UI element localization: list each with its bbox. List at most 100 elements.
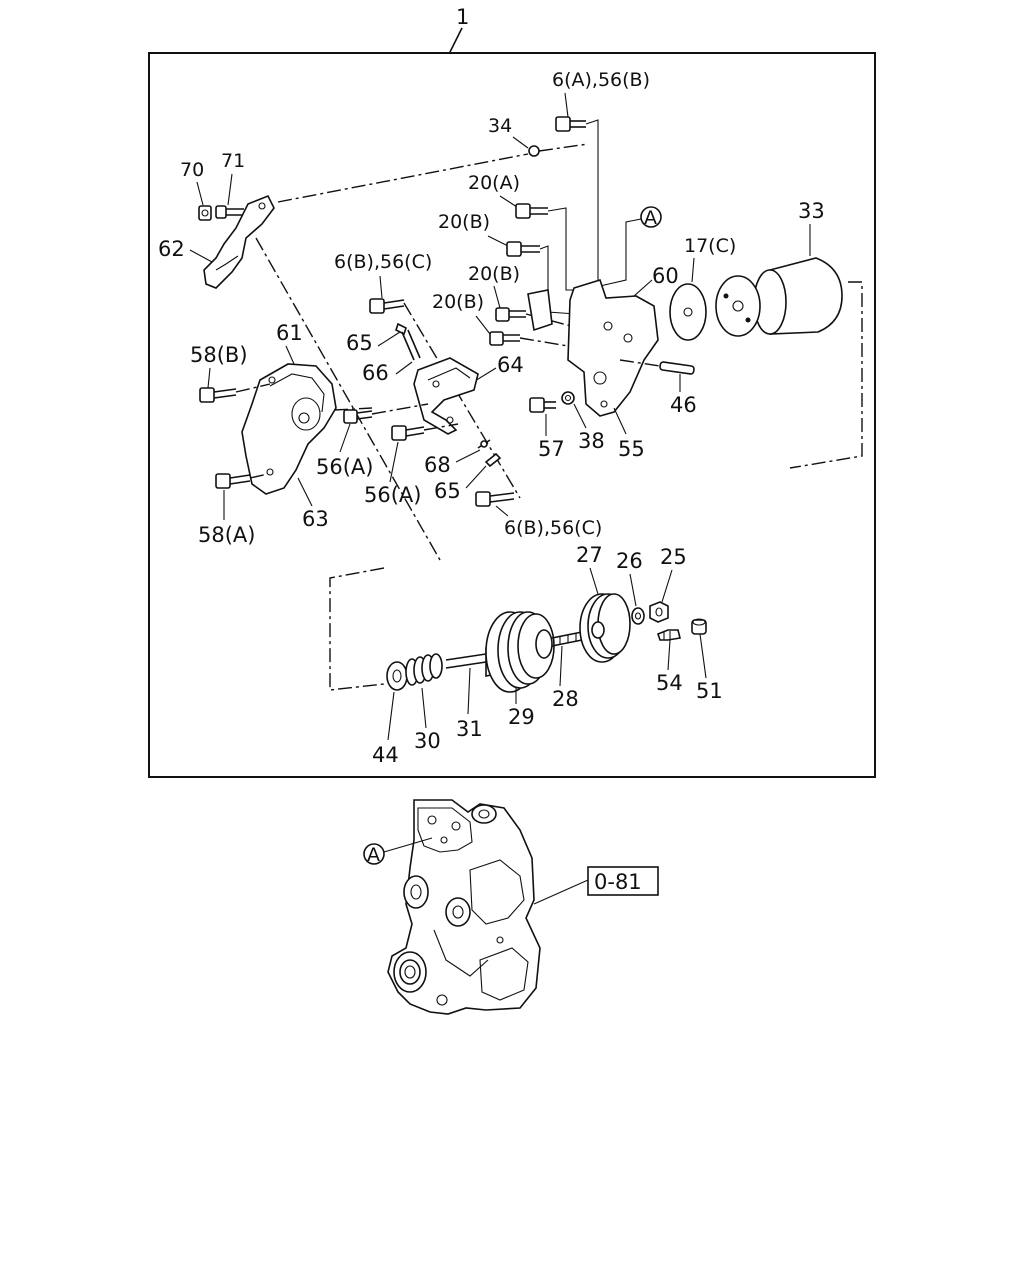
bracket-64-hole-2	[446, 416, 454, 424]
reference-code-box[interactable]	[587, 866, 659, 896]
label-65-top[interactable]: 65	[346, 331, 373, 355]
label-34[interactable]: 34	[488, 115, 512, 137]
bracket-64-edge	[427, 367, 471, 381]
housing-plate-60	[567, 279, 659, 417]
label-17c[interactable]: 17(C)	[684, 235, 736, 257]
label-51[interactable]: 51	[696, 679, 723, 703]
leader-55	[613, 407, 627, 435]
plate-20	[527, 289, 553, 332]
label-38[interactable]: 38	[578, 429, 605, 453]
washer-38	[561, 391, 575, 405]
label-20b-1[interactable]: 20(B)	[438, 211, 490, 233]
assembly-number: 1	[456, 5, 469, 29]
label-6b-56c-top[interactable]: 6(B),56(C)	[334, 251, 432, 273]
bolt-6b-top	[369, 298, 405, 314]
label-46[interactable]: 46	[670, 393, 697, 417]
leader-26	[629, 573, 637, 607]
label-65-bottom[interactable]: 65	[434, 479, 461, 503]
label-56a-1[interactable]: 56(A)	[316, 455, 373, 479]
leader-20b-2	[493, 285, 501, 309]
label-33[interactable]: 33	[798, 199, 825, 223]
housing-60-hole-1	[603, 321, 613, 331]
pin-46	[659, 361, 695, 375]
bolt-6a	[555, 116, 586, 132]
leader-38	[573, 403, 587, 429]
label-26[interactable]: 26	[616, 549, 643, 573]
washer-26	[631, 607, 645, 625]
label-28[interactable]: 28	[552, 687, 579, 711]
label-6a-56b[interactable]: 6(A),56(B)	[552, 69, 650, 91]
cover-61-hole-2	[266, 468, 274, 476]
label-58a[interactable]: 58(A)	[198, 523, 255, 547]
callout-a-top-leader	[599, 218, 642, 287]
bracket-62	[203, 194, 275, 289]
bolt-58b	[199, 387, 237, 403]
label-55[interactable]: 55	[618, 437, 645, 461]
dash-6b-56c	[403, 302, 521, 499]
label-27[interactable]: 27	[576, 543, 603, 567]
label-58b[interactable]: 58(B)	[190, 343, 248, 367]
callout-a-top[interactable]	[640, 206, 662, 228]
dash-34	[538, 143, 589, 152]
leader-6b-56c-bottom	[495, 505, 509, 517]
leader-56a-2	[389, 441, 399, 483]
assembly-frame	[148, 52, 876, 778]
dash-62-down	[255, 237, 441, 561]
leader-60	[633, 279, 653, 297]
bracket-62-hole	[258, 202, 266, 210]
label-20b-3[interactable]: 20(B)	[432, 291, 484, 313]
label-63[interactable]: 63	[302, 507, 329, 531]
cap-51	[691, 618, 707, 635]
label-66[interactable]: 66	[362, 361, 389, 385]
leader-65-bottom	[465, 465, 487, 489]
leader-34	[512, 136, 529, 149]
bolt-71	[215, 205, 244, 219]
label-29[interactable]: 29	[508, 705, 535, 729]
flange-27	[579, 593, 631, 663]
callout-a-bottom-leader	[383, 837, 433, 853]
label-25[interactable]: 25	[660, 545, 687, 569]
assembly-leader	[449, 27, 463, 53]
leader-20b-1	[487, 235, 509, 247]
label-68[interactable]: 68	[424, 453, 451, 477]
label-20b-2[interactable]: 20(B)	[468, 263, 520, 285]
callout-a-bottom[interactable]	[363, 843, 385, 865]
label-54[interactable]: 54	[656, 671, 683, 695]
washer-34	[528, 145, 540, 157]
label-64[interactable]: 64	[497, 353, 524, 377]
bolt-56a-1	[343, 409, 373, 424]
label-57[interactable]: 57	[538, 437, 565, 461]
engine-housing-reference	[387, 799, 541, 1015]
dash-20a	[547, 207, 578, 291]
label-44[interactable]: 44	[372, 743, 399, 767]
cover-61-hole	[268, 376, 276, 384]
label-20a[interactable]: 20(A)	[468, 172, 520, 194]
callout-a-bottom-text: A	[367, 844, 380, 866]
leader-61	[285, 345, 295, 365]
leader-44	[387, 691, 395, 741]
label-31[interactable]: 31	[456, 717, 483, 741]
label-70[interactable]: 70	[180, 159, 204, 181]
leader-65-top	[377, 331, 401, 347]
leader-27	[589, 567, 599, 595]
bolt-56a-2	[391, 425, 425, 441]
label-6b-56c-bottom[interactable]: 6(B),56(C)	[504, 517, 602, 539]
spring-30	[405, 653, 443, 686]
leader-58b	[207, 367, 211, 389]
pin-68	[477, 439, 491, 449]
leader-31	[467, 667, 471, 715]
label-30[interactable]: 30	[414, 729, 441, 753]
label-61[interactable]: 61	[276, 321, 303, 345]
dash-33-return	[789, 281, 863, 469]
cover-61-ridge	[269, 373, 325, 413]
bolt-57	[529, 397, 556, 413]
leader-68	[455, 449, 481, 463]
label-60[interactable]: 60	[652, 264, 679, 288]
washer-44-hole	[392, 669, 402, 683]
label-62[interactable]: 62	[158, 237, 185, 261]
label-71[interactable]: 71	[221, 150, 245, 172]
cover-61-boss	[291, 397, 321, 431]
label-56a-2[interactable]: 56(A)	[364, 483, 421, 507]
bracket-62-edge	[215, 255, 239, 271]
